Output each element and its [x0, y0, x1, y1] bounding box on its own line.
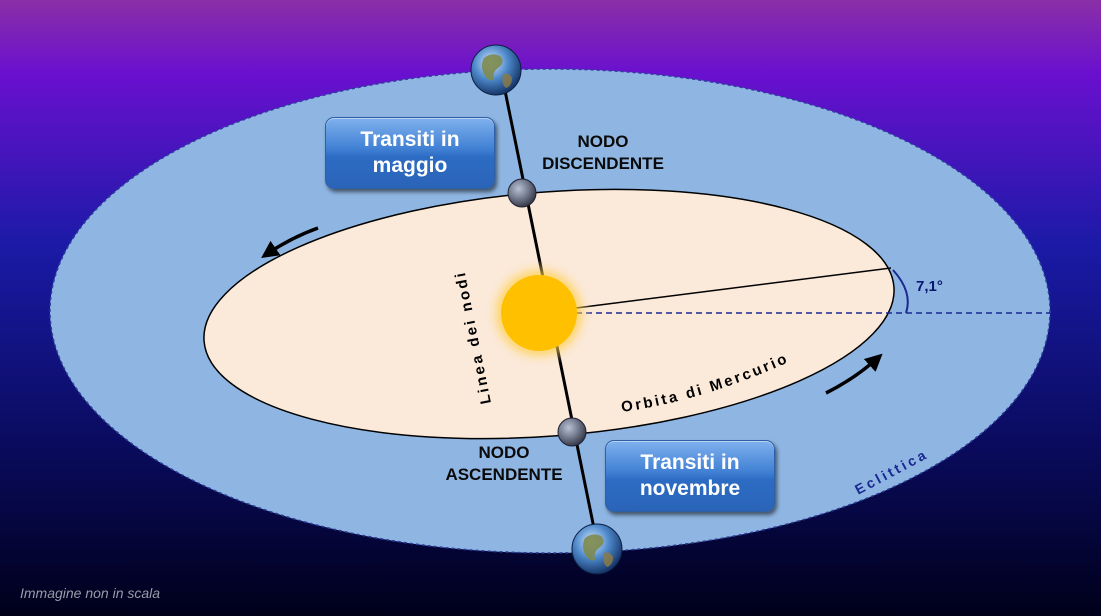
transits-november-callout: Transiti in novembre [605, 440, 775, 512]
earth-icon [571, 523, 623, 575]
scale-note: Immagine non in scala [20, 585, 161, 601]
ascending-node-label: NODO ASCENDENTE [445, 443, 563, 484]
transits-may-callout: Transiti in maggio [325, 117, 495, 189]
direction-arrow-left [261, 226, 319, 258]
orbit-radius-line [575, 267, 892, 309]
mercury-icon [557, 417, 587, 447]
direction-arrow-right [825, 353, 883, 395]
descending-node-label: NODO DISCENDENTE [542, 132, 664, 173]
inclination-label: 7,1° [916, 278, 943, 295]
mercury-icon [507, 178, 537, 208]
inclination-arc [892, 269, 909, 314]
earth-icon [470, 44, 522, 96]
sun-icon [485, 259, 593, 367]
